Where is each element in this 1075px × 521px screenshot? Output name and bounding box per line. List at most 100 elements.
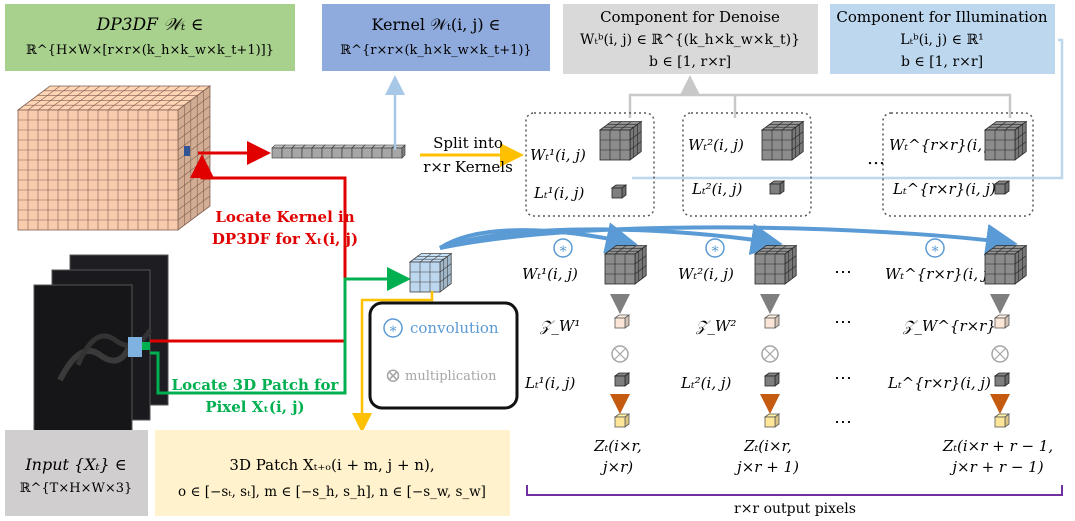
split-label-1: Split into: [433, 134, 503, 152]
split-l-cube-3: [993, 180, 1011, 195]
patch-range: o ∈ [−sₜ, sₜ], m ∈ [−s_h, s_h], n ∈ [−s_…: [178, 484, 486, 500]
split-w-cube-1: [598, 120, 643, 161]
dp3df-box: DP3DF 𝒲ₜ ∈ ℝ^{H×W×[r×r×(k_h×k_w×k_t+1)]}: [5, 4, 295, 71]
split-ellipsis: …: [867, 148, 885, 169]
split-l-3: Lₜ^{r×r}(i, j): [892, 180, 996, 198]
column-z-cube: [763, 314, 781, 329]
conv-symbol-1: ∗: [553, 238, 573, 258]
split-l-cube-2: [768, 180, 786, 195]
conv-symbol-2: ∗: [705, 238, 725, 258]
svg-text:∗: ∗: [558, 241, 568, 257]
column-w-label: Wₜ¹(i, j): [522, 265, 578, 283]
illumination-title: Component for Illumination: [836, 8, 1048, 26]
dots-row-2: ⋯: [834, 312, 852, 333]
split-l-1: Lₜ¹(i, j): [533, 184, 585, 202]
dots-row-4: ⋯: [834, 412, 852, 433]
split-w-cube-2: [760, 120, 805, 161]
column-output-line-1: Zₜ(i×r,: [743, 437, 792, 455]
denoise-range: b ∈ [1, r×r]: [649, 54, 731, 70]
locate-kernel-label-1: Locate Kernel in: [215, 208, 354, 226]
illumination-range: b ∈ [1, r×r]: [901, 54, 983, 70]
column-z-label: 𝒵_W^{r×r}: [902, 317, 996, 335]
kernel-cell: [291, 144, 306, 159]
kernel-vector: [271, 144, 406, 159]
patch-highlight: [128, 337, 142, 357]
patch-cube: [408, 252, 453, 293]
legend-convolution: convolution: [410, 319, 499, 337]
illumination-box: Component for Illumination Lₜᵇ(i, j) ∈ ℝ…: [830, 4, 1055, 74]
illumination-shape: Lₜᵇ(i, j) ∈ ℝ¹: [900, 32, 984, 48]
column-l-cube: [763, 372, 781, 387]
patch-cube-grid: [408, 252, 453, 293]
patch-title: 3D Patch Xₜ₊ₒ(i + m, j + n),: [229, 456, 434, 474]
input-title: Input {Xₜ} ∈: [24, 455, 126, 474]
to-illumination-line: [632, 38, 1064, 180]
dp3df-cube-grid: [16, 85, 212, 231]
column-l-label: Lₜ¹(i, j): [524, 374, 576, 392]
column-output-cube: [613, 413, 631, 428]
output-pixels-label: r×r output pixels: [734, 501, 856, 517]
denoise-box: Component for Denoise Wₜᵇ(i, j) ∈ ℝ^{(k_…: [563, 4, 818, 74]
column-w-label: Wₜ^{r×r}(i, j): [885, 265, 994, 283]
dp3df-shape: ℝ^{H×W×[r×r×(k_h×k_w×k_t+1)]}: [26, 43, 274, 58]
column-z-cube: [613, 314, 631, 329]
dots-row-3: ⋯: [834, 368, 852, 389]
column-z-label: 𝒵_W²: [695, 317, 736, 335]
patch-down-arrow: [352, 291, 434, 433]
column-w-cube: [753, 244, 798, 285]
input-frames: [33, 254, 169, 436]
column-z-cube: [993, 314, 1011, 329]
column-output-line-2: j×r + 1): [734, 458, 799, 476]
svg-text:∗: ∗: [710, 241, 720, 257]
green-locate-path: [150, 267, 411, 395]
kernel-cell: [331, 144, 346, 159]
column-output-line-2: j×r + r − 1): [949, 458, 1043, 476]
column-z-label: 𝒵_W¹: [539, 317, 580, 335]
dots-row-1: ⋯: [834, 262, 852, 283]
split-l-2: Lₜ²(i, j): [691, 180, 743, 198]
locate-kernel-label-2: DP3DF for Xₜ(i, j): [212, 230, 358, 248]
split-group-3: [882, 112, 1034, 217]
red-locate-path: [150, 154, 347, 343]
split-group-1: [525, 112, 655, 217]
denoise-shape: Wₜᵇ(i, j) ∈ ℝ^{(k_h×k_w×k_t)}: [580, 32, 800, 48]
kernel-shape: ℝ^{r×r×(k_h×k_w×k_t+1)}: [340, 43, 531, 58]
split-w-3: Wₜ^{r×r}(i, j): [889, 136, 998, 154]
column-w-cube: [983, 244, 1028, 285]
split-w-cube-3: [983, 120, 1028, 161]
svg-text:∗: ∗: [388, 321, 398, 337]
kernel-title: Kernel 𝒲ₜ(i, j) ∈: [372, 15, 501, 34]
column-l-cube: [993, 372, 1011, 387]
locate-patch-label-2: Pixel Xₜ(i, j): [205, 398, 304, 416]
svg-text:⊗: ⊗: [385, 363, 402, 387]
denoise-title: Component for Denoise: [600, 8, 780, 26]
conv-arrow-3: [439, 223, 1018, 256]
patch-box: 3D Patch Xₜ₊ₒ(i + m, j + n), o ∈ [−sₜ, s…: [155, 430, 510, 516]
legend-multiplication: multiplication: [405, 369, 497, 384]
locate-patch-label-1: Locate 3D Patch for: [172, 376, 340, 394]
column-output-cube: [993, 413, 1011, 428]
kernel-cell: [341, 144, 356, 159]
input-box: Input {Xₜ} ∈ ℝ^{T×H×W×3}: [5, 430, 148, 516]
denoise-bracket: [628, 93, 1012, 118]
input-shape: ℝ^{T×H×W×3}: [20, 481, 133, 496]
legend-box: ∗ convolution ⊗ multiplication: [368, 301, 519, 410]
column-output-cube: [763, 413, 781, 428]
output-column-3: Wₜ^{r×r}(i, j)𝒵_W^{r×r}Lₜ^{r×r}(i, j)Zₜ(…: [885, 244, 1053, 476]
dp3df-title: DP3DF 𝒲ₜ ∈: [96, 15, 204, 35]
output-bracket: [526, 485, 1063, 496]
split-l-cube-1: [610, 184, 628, 199]
kernel-box: Kernel 𝒲ₜ(i, j) ∈ ℝ^{r×r×(k_h×k_w×k_t+1)…: [322, 4, 550, 71]
split-group-2: [682, 112, 812, 217]
column-w-cube: [603, 244, 648, 285]
conv-symbol-3: ∗: [925, 238, 945, 258]
split-cubes: [598, 120, 1028, 199]
svg-text:∗: ∗: [930, 241, 940, 257]
dp3df-cube: [16, 85, 212, 231]
column-l-cube: [613, 372, 631, 387]
split-w-1: Wₜ¹(i, j): [530, 146, 586, 164]
column-l-label: Lₜ²(i, j): [680, 374, 732, 392]
